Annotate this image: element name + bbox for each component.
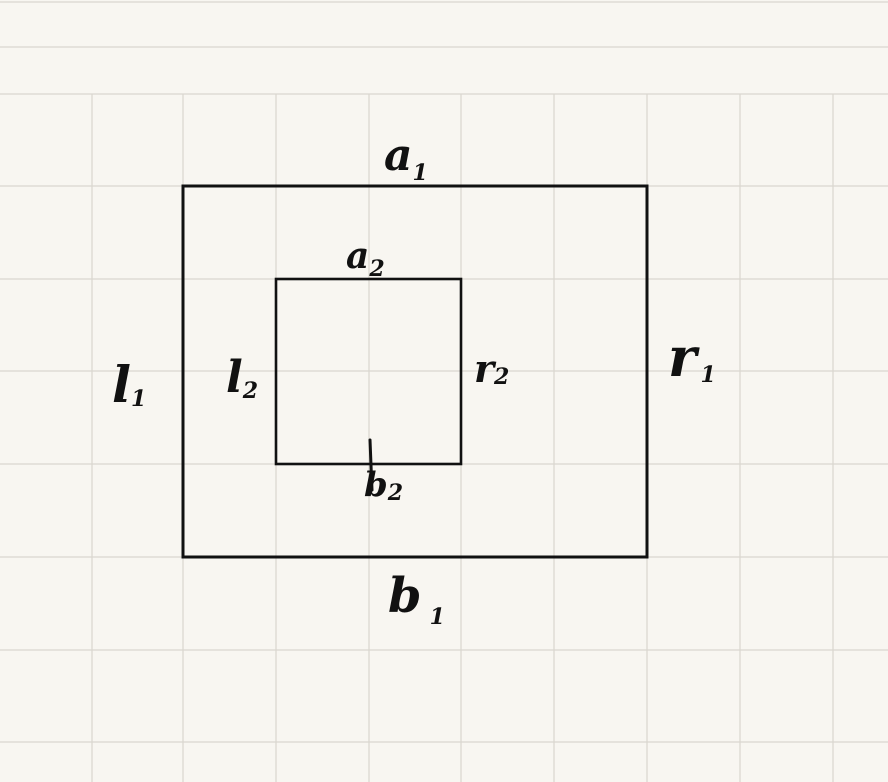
outer-right-letter: r: [668, 325, 700, 389]
outer-left-sub: 1: [131, 386, 146, 412]
inner-rectangle: [274, 277, 463, 466]
inner-bottom-letter: b: [364, 465, 388, 505]
inner-bottom-tick: [368, 438, 374, 492]
inner-left-label: l2: [226, 352, 258, 404]
inner-bottom-sub: 2: [387, 480, 403, 506]
outer-bottom-letter: b: [388, 568, 422, 624]
outer-top-letter: a: [384, 130, 413, 181]
outer-top-label: a1: [384, 130, 428, 186]
inner-top-letter: a: [346, 235, 369, 277]
inner-right-label: r2: [474, 346, 509, 391]
inner-right-sub: 2: [493, 364, 509, 390]
outer-left-letter: l: [112, 355, 131, 414]
inner-top-label: a2: [346, 235, 385, 282]
outer-right-sub: 1: [700, 362, 715, 388]
inner-left-letter: l: [226, 352, 243, 403]
outer-left-label: l1: [112, 355, 146, 414]
inner-right-letter: r: [474, 346, 497, 391]
outer-top-sub: 1: [413, 160, 428, 186]
inner-top-sub: 2: [368, 256, 384, 282]
outer-rectangle: [181, 184, 649, 559]
outer-bottom-sub: 1: [430, 604, 445, 630]
inner-left-sub: 2: [242, 378, 258, 404]
inner-bottom-label: b2: [364, 465, 403, 506]
